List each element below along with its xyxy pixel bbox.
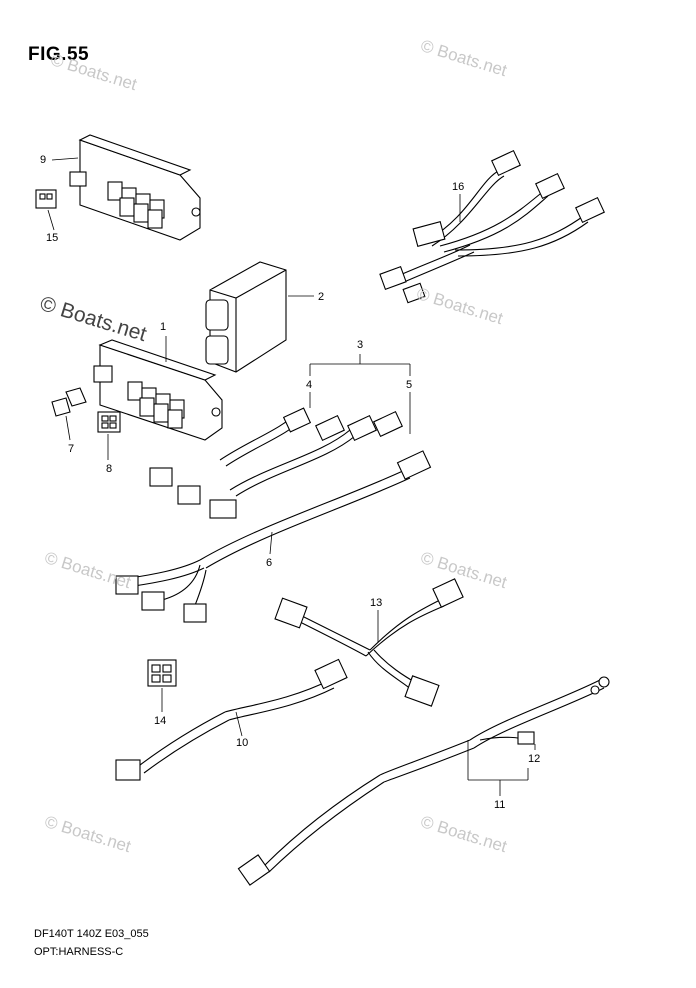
callout-13: 13 xyxy=(370,597,382,609)
callout-14: 14 xyxy=(154,715,166,727)
footer-name: OPT:HARNESS-C xyxy=(34,946,124,958)
part-8-connector xyxy=(97,411,121,433)
footer-code: DF140T 140Z E03_055 xyxy=(34,928,149,940)
part-6-main-harness xyxy=(115,407,432,623)
figure-title: FIG.55 xyxy=(28,44,90,65)
callout-11: 11 xyxy=(494,799,505,811)
callout-3: 3 xyxy=(357,339,363,351)
callout-10: 10 xyxy=(236,737,248,749)
part-7-fuse-holder xyxy=(51,387,87,417)
callout-12: 12 xyxy=(528,753,540,765)
part-16-harness xyxy=(379,149,605,304)
callout-9: 9 xyxy=(40,154,46,166)
part-11-harness xyxy=(237,676,610,886)
callout-2: 2 xyxy=(318,291,324,303)
part-14-connector xyxy=(147,659,177,687)
callout-4: 4 xyxy=(306,379,312,391)
callout-5: 5 xyxy=(406,379,412,391)
callout-1: 1 xyxy=(160,321,166,333)
callouts: 9 15 2 1 3 4 5 7 8 6 16 13 14 10 12 11 xyxy=(40,154,540,811)
part-13-harness xyxy=(274,578,464,707)
callout-6: 6 xyxy=(266,557,272,569)
part-9-fuse-box xyxy=(69,134,201,241)
part-10-harness xyxy=(115,658,348,781)
callout-15: 15 xyxy=(46,232,58,244)
part-1-fuse-box xyxy=(93,339,223,441)
part-2-control-module xyxy=(205,261,287,373)
callout-16: 16 xyxy=(452,181,464,193)
part-15-connector xyxy=(35,189,57,209)
callout-7: 7 xyxy=(68,443,74,455)
callout-8: 8 xyxy=(106,463,112,475)
